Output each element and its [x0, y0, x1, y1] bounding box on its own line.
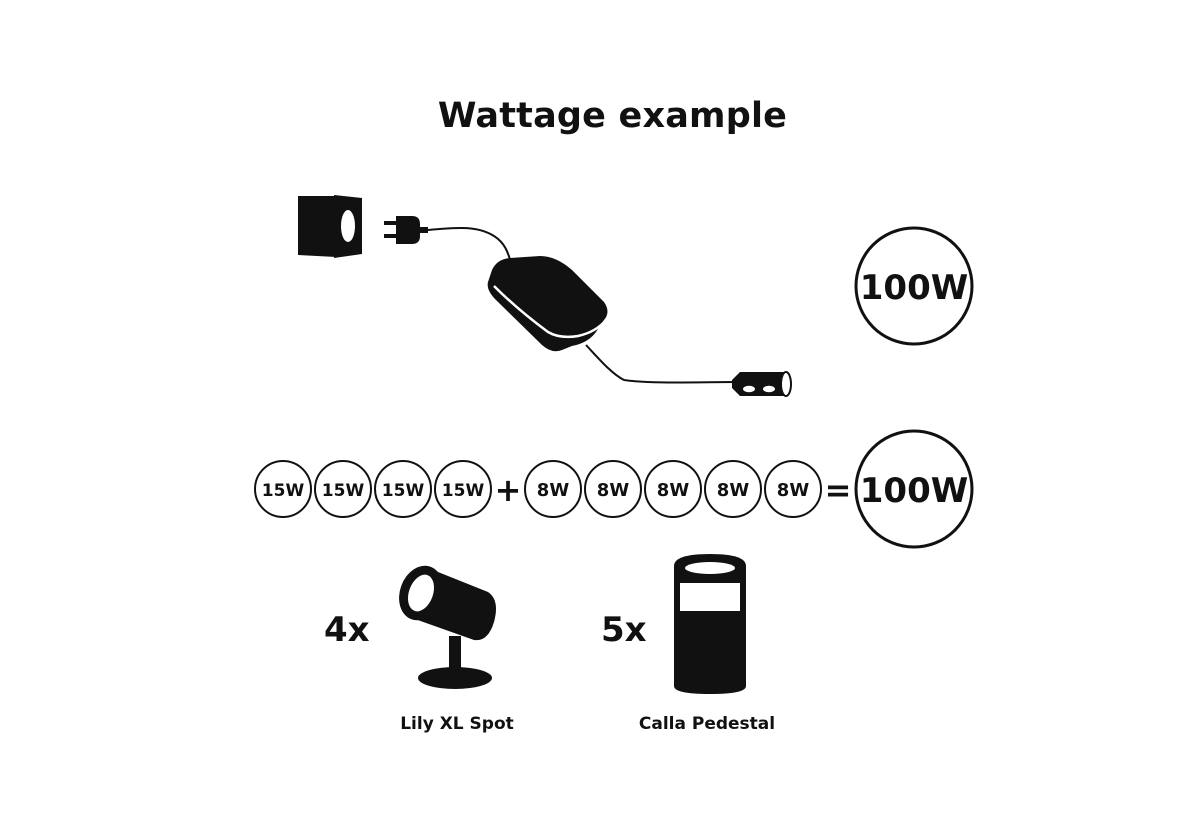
svg-text:8W: 8W: [537, 480, 570, 501]
connector-icon: [732, 371, 792, 397]
svg-text:8W: 8W: [717, 480, 750, 501]
power-supply-rating-badge: 100W: [854, 226, 974, 346]
svg-text:15W: 15W: [382, 481, 425, 501]
spot-wattage-badge: 15W: [314, 460, 372, 518]
pedestal-wattage-badge: 8W: [704, 460, 762, 518]
spot-wattage-badge: 15W: [254, 460, 312, 518]
spot-product-name: Lily XL Spot: [400, 714, 514, 734]
output-cable: [585, 344, 738, 384]
equals-sign: =: [825, 471, 852, 509]
svg-text:15W: 15W: [322, 481, 365, 501]
power-supply-rating: 100W: [860, 268, 968, 308]
spot-wattage-badge: 15W: [434, 460, 492, 518]
svg-text:8W: 8W: [777, 480, 810, 501]
svg-text:15W: 15W: [262, 481, 305, 501]
total-wattage: 100W: [860, 471, 968, 511]
input-cable: [427, 226, 513, 267]
power-supply-icon: [487, 256, 608, 352]
pedestal-light-icon: [674, 554, 746, 694]
pedestal-quantity: 5x: [601, 610, 647, 650]
total-wattage-badge: 100W: [854, 429, 974, 549]
svg-text:15W: 15W: [442, 481, 485, 501]
pedestal-wattage-badge: 8W: [524, 460, 582, 518]
plus-sign: +: [495, 471, 522, 509]
spot-wattage-badge: 15W: [374, 460, 432, 518]
pedestal-product-name: Calla Pedestal: [638, 714, 776, 734]
svg-text:8W: 8W: [597, 480, 630, 501]
pedestal-wattage-badge: 8W: [644, 460, 702, 518]
pedestal-wattage-badge: 8W: [584, 460, 642, 518]
svg-text:8W: 8W: [657, 480, 690, 501]
page-title: Wattage example: [437, 96, 788, 136]
spot-quantity: 4x: [324, 610, 370, 650]
plug-icon: [384, 216, 428, 244]
wall-socket-icon: [298, 195, 362, 258]
spotlight-icon: [399, 565, 496, 689]
pedestal-wattage-badge: 8W: [764, 460, 822, 518]
wattage-equation: 15W 15W 15W 15W + 8W 8W 8W 8W: [254, 429, 974, 549]
